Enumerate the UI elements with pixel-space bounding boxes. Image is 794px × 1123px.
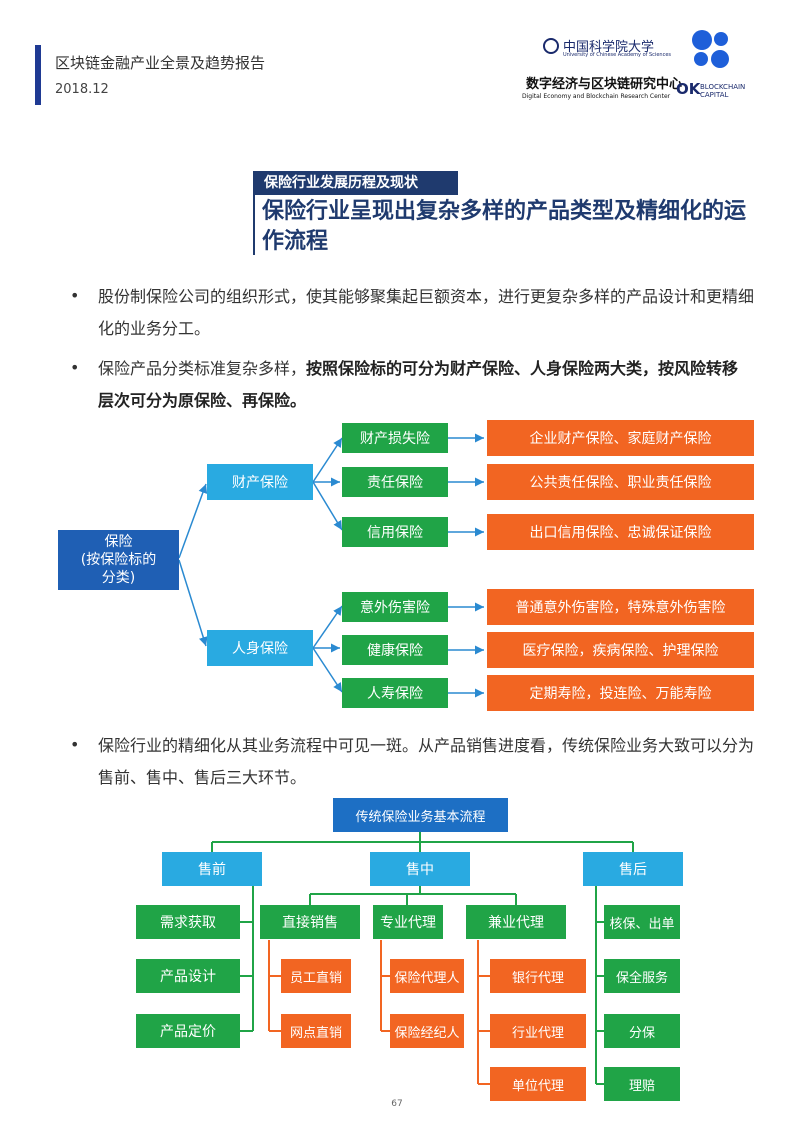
side-bank-agent: 银行代理 <box>490 959 586 993</box>
header-accent-bar <box>35 45 41 105</box>
tree-root-insurance: 保险 (按保险标的 分类) <box>58 530 179 590</box>
node-life: 人寿保险 <box>342 678 448 708</box>
bullet-text-3: 保险行业的精细化从其业务流程中可见一斑。从产品销售进度看，传统保险业务大致可以分… <box>98 736 755 787</box>
ucas-logo <box>543 38 559 54</box>
direct-employee: 员工直销 <box>281 959 351 993</box>
node-health: 健康保险 <box>342 635 448 665</box>
node-credit: 信用保险 <box>342 517 448 547</box>
detail-health: 医疗保险，疾病保险、护理保险 <box>487 632 754 668</box>
node-liability: 责任保险 <box>342 467 448 497</box>
stage-post-sale: 售后 <box>583 852 683 886</box>
mid-professional-agent: 专业代理 <box>373 905 443 939</box>
node-accident: 意外伤害险 <box>342 592 448 622</box>
research-center-name-en: Digital Economy and Blockchain Research … <box>522 93 671 100</box>
direct-branch: 网点直销 <box>281 1014 351 1048</box>
agent-insurance-agent: 保险代理人 <box>390 959 464 993</box>
page-number: 67 <box>391 1099 403 1109</box>
detail-life: 定期寿险，投连险、万能寿险 <box>487 675 754 711</box>
mid-part-time-agent: 兼业代理 <box>466 905 566 939</box>
bullet-dot: • <box>70 735 80 754</box>
flow-title: 传统保险业务基本流程 <box>333 798 508 832</box>
node-property-loss: 财产损失险 <box>342 423 448 453</box>
section-tag: 保险行业发展历程及现状 <box>254 171 458 195</box>
post-claims: 理赔 <box>604 1067 680 1101</box>
mid-direct-sales: 直接销售 <box>260 905 360 939</box>
node-life-insurance: 人身保险 <box>207 630 313 666</box>
detail-liability: 公共责任保险、职业责任保险 <box>487 464 754 500</box>
detail-property-loss: 企业财产保险、家庭财产保险 <box>487 420 754 456</box>
post-underwriting: 核保、出单 <box>604 905 680 939</box>
bullet-dot: • <box>70 286 80 305</box>
bullet-dot: • <box>70 358 80 377</box>
report-date: 2018.12 <box>55 82 109 97</box>
bullet-text-1: 股份制保险公司的组织形式，使其能够聚集起巨额资本，进行更复杂多样的产品设计和更精… <box>98 287 755 338</box>
post-policy-service: 保全服务 <box>604 959 680 993</box>
side-unit-agent: 单位代理 <box>490 1067 586 1101</box>
section-accent-line <box>253 171 255 255</box>
ok-mark: OK <box>676 80 701 98</box>
node-property-insurance: 财产保险 <box>207 464 313 500</box>
detail-credit: 出口信用保险、忠诚保证保险 <box>487 514 754 550</box>
pre-item-demand: 需求获取 <box>136 905 240 939</box>
side-industry-agent: 行业代理 <box>490 1014 586 1048</box>
research-center-name: 数字经济与区块链研究中心 <box>526 77 683 92</box>
stage-in-sale: 售中 <box>370 852 470 886</box>
pre-item-pricing: 产品定价 <box>136 1014 240 1048</box>
detail-accident: 普通意外伤害险，特殊意外伤害险 <box>487 589 754 625</box>
ucas-name: 中国科学院大学 <box>563 40 655 55</box>
ucas-name-en: University of Chinese Academy of Science… <box>563 52 671 58</box>
post-reinsurance: 分保 <box>604 1014 680 1048</box>
page-title: 保险行业呈现出复杂多样的产品类型及精细化的运作流程 <box>262 199 747 254</box>
ok-blockchain-logo <box>690 30 740 76</box>
stage-pre-sale: 售前 <box>162 852 262 886</box>
pre-item-design: 产品设计 <box>136 959 240 993</box>
report-title: 区块链金融产业全景及趋势报告 <box>55 54 266 72</box>
bullet-text-2: 保险产品分类标准复杂多样，按照保险标的可分为财产保险、人身保险两大类，按风险转移… <box>98 359 739 410</box>
agent-insurance-broker: 保险经纪人 <box>390 1014 464 1048</box>
